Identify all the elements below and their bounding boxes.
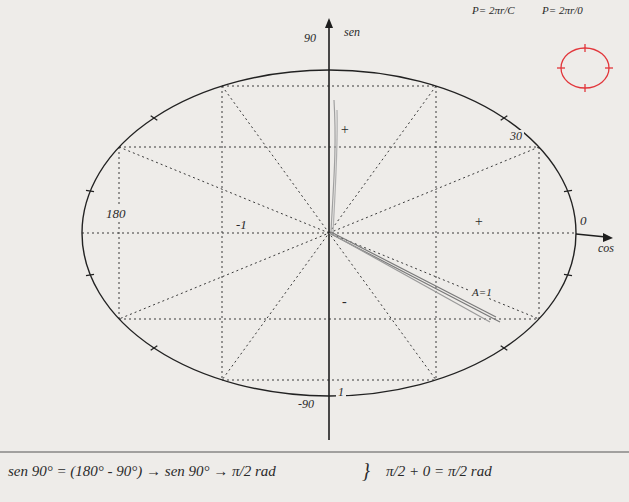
axis-label: -1 bbox=[234, 218, 249, 232]
axis-label: π/2 + 0 = π/2 rad bbox=[384, 463, 494, 480]
axis-label: - bbox=[340, 294, 349, 309]
rule-line bbox=[0, 452, 629, 453]
red-circle-sketch bbox=[557, 44, 613, 92]
axis-label: } bbox=[360, 459, 372, 481]
axis-label: + bbox=[472, 214, 485, 229]
axis-label: P= 2πr/0 bbox=[540, 4, 585, 16]
axis-label: sen 90° = (180° - 90°) → sen 90° → π/2 r… bbox=[6, 463, 278, 480]
axis-label: + bbox=[338, 122, 351, 137]
axis-label: A=1 bbox=[470, 286, 494, 298]
axes bbox=[325, 18, 613, 440]
axis-label: 30 bbox=[508, 130, 524, 143]
axis-label: 0 bbox=[578, 214, 589, 228]
axis-label: 180 bbox=[104, 207, 128, 221]
axis-label: P= 2πr/C bbox=[470, 4, 517, 16]
axis-label: sen bbox=[342, 26, 362, 39]
axis-label: 90 bbox=[302, 32, 318, 45]
axis-label: 1 bbox=[336, 386, 346, 399]
pencil-lines bbox=[329, 100, 500, 322]
axis-label: -90 bbox=[296, 398, 316, 411]
axis-label: cos bbox=[596, 242, 616, 255]
